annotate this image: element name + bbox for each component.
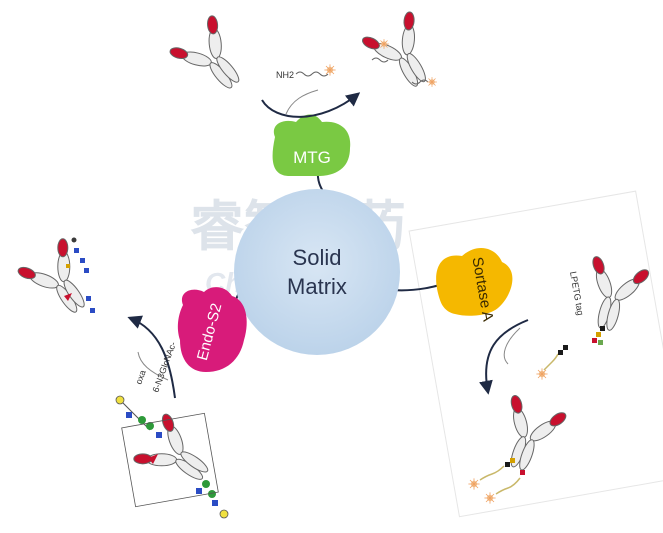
matrix-label-line2: Matrix [287,274,347,299]
antibody-mtg-conjugate [357,7,448,101]
nh2-label: NH2 [276,70,294,80]
payload-star-3 [426,76,438,88]
antibody-n3-remodeled [115,395,229,519]
endo-arrow-branch [137,351,169,381]
conjugate-linker-2 [411,79,429,85]
conjugate-tag-beads [467,458,525,505]
conjugate-linker-1 [371,57,389,63]
antibody-glycosylated [12,233,106,329]
payload-star-2 [378,38,390,50]
matrix-label-line1: Solid [293,245,342,270]
solid-matrix [234,189,400,355]
endo-arrow [127,315,176,399]
oxa-label: oxa [133,369,147,386]
endo-enzyme [177,287,247,372]
mtg-arrow-branch [285,89,319,115]
antibody-unlabeled [164,10,259,106]
sortase-arrow-branch [503,327,521,365]
sortase-enzyme [436,248,513,316]
sortase-arrow [479,319,529,395]
lpetg-tag-beads [592,326,605,345]
mtg-arrow [261,92,361,118]
mtg-label: MTG [293,148,331,167]
mtg-enzyme [272,114,351,176]
sortase-product-panel [408,190,663,518]
payload-star [323,64,337,76]
amine-linker [295,71,329,77]
ggg-nucleophile [536,345,568,381]
